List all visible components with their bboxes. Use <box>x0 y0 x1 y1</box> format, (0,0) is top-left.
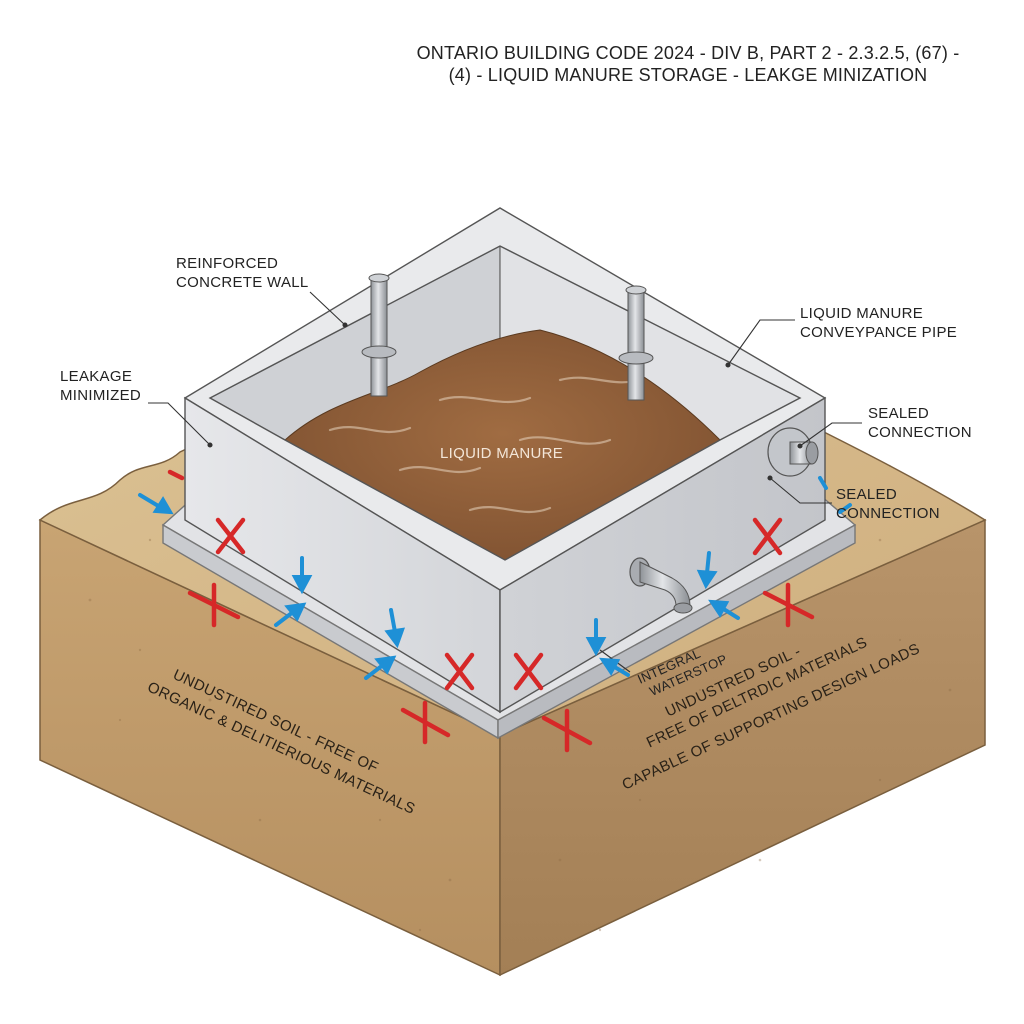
arrow <box>696 551 718 590</box>
leader-lines <box>148 291 862 673</box>
arrow <box>838 503 852 514</box>
arrow <box>384 608 405 649</box>
tank-front-right-wall <box>499 396 826 714</box>
conveyance-pipe-left <box>361 273 397 397</box>
x-mark <box>444 652 475 691</box>
label-sealed-b-1: SEALED <box>836 486 897 503</box>
x-mark <box>513 652 544 691</box>
blocked-leakage-marks <box>167 469 815 753</box>
label-leakage-2: MINIMIZED <box>60 387 141 404</box>
label-pipe-1: LIQUID MANURE <box>800 305 923 322</box>
leader-reinforced-wall <box>309 291 346 326</box>
arrow <box>818 476 828 490</box>
x-mark <box>752 517 783 556</box>
x-mark <box>215 517 246 555</box>
arrow <box>291 556 313 595</box>
soil-texture <box>88 538 952 932</box>
label-liquid-manure: LIQUID MANURE <box>440 445 563 462</box>
diagram-title: ONTARIO BUILDING CODE 2024 - DIV B, PART… <box>408 42 968 86</box>
conveyance-pipe-right <box>618 285 654 401</box>
arrow <box>708 599 740 620</box>
title-line-2: (4) - LIQUID MANURE STORAGE - LEAKGE MIN… <box>448 65 928 85</box>
x-mark <box>167 469 185 481</box>
arrow <box>364 655 397 680</box>
x-mark <box>187 582 241 628</box>
leader-sealed-a <box>799 422 862 447</box>
x-mark <box>400 700 451 745</box>
label-leakage-1: LEAKAGE <box>60 368 132 385</box>
leader-sealed-b <box>769 477 832 504</box>
label-sealed-a-2: CONNECTION <box>868 424 972 441</box>
arrow <box>138 493 174 515</box>
side-sealed-connection <box>767 427 819 477</box>
slab-right-edge <box>497 523 856 740</box>
x-mark <box>541 708 593 753</box>
arrow <box>599 657 630 677</box>
concrete-tank <box>183 207 827 714</box>
arrow <box>274 602 307 627</box>
label-sealed-b-2: CONNECTION <box>836 505 940 522</box>
seepage-arrows <box>138 476 852 680</box>
x-mark <box>762 582 815 628</box>
leader-leakage <box>148 402 211 446</box>
label-pipe-2: CONVEYPANCE PIPE <box>800 324 957 341</box>
front-elbow-pipe <box>629 557 693 614</box>
manure-ripples <box>328 376 642 513</box>
leader-conveyance-pipe <box>727 319 795 366</box>
label-reinforced-wall-2: CONCRETE WALL <box>176 274 309 291</box>
title-line-1: ONTARIO BUILDING CODE 2024 - DIV B, PART… <box>416 43 960 63</box>
arrow <box>585 618 607 657</box>
label-reinforced-wall-1: REINFORCED <box>176 255 278 272</box>
label-sealed-a-1: SEALED <box>868 405 929 422</box>
